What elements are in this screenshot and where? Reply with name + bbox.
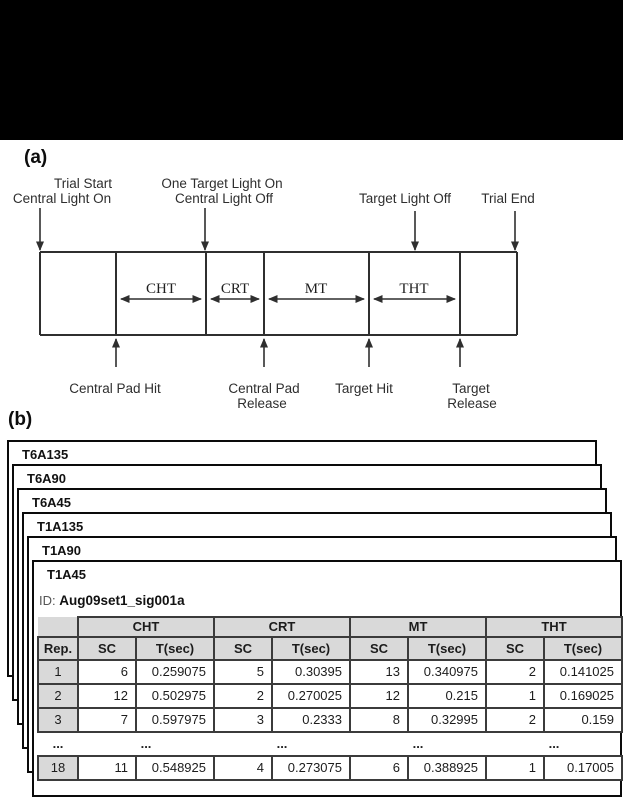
cell-sc: 2 [485,707,545,733]
column-header-row: Rep. SC T(sec) SC T(sec) SC T(sec) SC T(… [37,636,623,661]
event-one-target-light-on: One Target Light On [161,176,282,191]
sc-header: SC [77,636,137,661]
dataset-card-t1a45: T1A45 ID: Aug09set1_sig001a CHT CRT MT T… [32,560,623,797]
cell-rep: 3 [37,707,79,733]
cell-tsec: 0.169025 [543,683,623,709]
table-row: 3 7 0.597975 3 0.2333 8 0.32995 2 0.159 [37,707,623,733]
up-arrow-icons [112,338,464,367]
trial-data-table: CHT CRT MT THT Rep. SC T(sec) SC T(sec) … [37,616,623,781]
cell-sc: 6 [77,659,137,685]
cell-tsec: 0.270025 [271,683,351,709]
cell-sc: 6 [349,755,409,781]
cell-sc: 8 [349,707,409,733]
ellipsis: ... [412,736,424,751]
cell-tsec: 0.30395 [271,659,351,685]
table-row: 1 6 0.259075 5 0.30395 13 0.340975 2 0.1… [37,659,623,685]
sc-header: SC [213,636,273,661]
table-row: 2 12 0.502975 2 0.270025 12 0.215 1 0.16… [37,683,623,709]
ghost-cell [38,617,78,637]
cell-rep: 1 [37,659,79,685]
event-central-light-off: Central Light Off [175,191,273,206]
trial-timeline-diagram: Trial Start Central Light On One Target … [13,176,535,411]
trial-data-table-wrap: CHT CRT MT THT Rep. SC T(sec) SC T(sec) … [37,616,623,781]
table-row: 18 11 0.548925 4 0.273075 6 0.388925 1 0… [37,755,623,781]
cell-sc: 1 [485,755,545,781]
cell-tsec: 0.340975 [407,659,487,685]
event-trial-end: Trial End [481,191,535,206]
card-title: T6A90 [27,471,67,486]
interval-tht: THT [399,281,428,297]
top-black-bar [0,0,623,140]
cell-sc: 1 [485,683,545,709]
sc-header: SC [485,636,545,661]
interval-crt: CRT [221,281,249,297]
cell-tsec: 0.215 [407,683,487,709]
panel-a-label: (a) [24,147,48,168]
tsec-header: T(sec) [271,636,351,661]
cell-tsec: 0.159 [543,707,623,733]
ellipsis: ... [140,736,152,751]
group-header-tht: THT [485,616,623,638]
cell-rep: 18 [37,755,79,781]
cell-tsec: 0.273075 [271,755,351,781]
event-target-hit: Target Hit [335,381,393,396]
id-label: ID: [39,593,56,608]
cell-sc: 12 [77,683,137,709]
interval-mt: MT [305,281,328,297]
sc-header: SC [349,636,409,661]
group-header-row: CHT CRT MT THT [38,616,623,638]
cell-tsec: 0.597975 [135,707,215,733]
event-central-pad-release-2: Release [237,396,287,411]
ellipsis-row: ... ... ... ... ... [38,732,622,756]
event-target-release-2: Release [447,396,497,411]
group-header-mt: MT [349,616,487,638]
event-trial-start: Trial Start [54,176,112,191]
cell-sc: 4 [213,755,273,781]
id-value: Aug09set1_sig001a [59,593,185,608]
group-header-cht: CHT [77,616,215,638]
cell-tsec: 0.32995 [407,707,487,733]
cell-tsec: 0.388925 [407,755,487,781]
cell-sc: 12 [349,683,409,709]
cell-sc: 13 [349,659,409,685]
tsec-header: T(sec) [407,636,487,661]
dataset-id-line: ID: Aug09set1_sig001a [39,593,185,608]
tsec-header: T(sec) [543,636,623,661]
card-title: T1A90 [42,543,82,558]
down-arrow-icons [36,208,519,251]
event-central-light-on: Central Light On [13,191,111,206]
card-title: T6A45 [32,495,72,510]
cell-sc: 7 [77,707,137,733]
ellipsis: ... [548,736,560,751]
cell-tsec: 0.2333 [271,707,351,733]
cell-tsec: 0.548925 [135,755,215,781]
tsec-header: T(sec) [135,636,215,661]
cell-sc: 2 [213,683,273,709]
cell-tsec: 0.141025 [543,659,623,685]
cell-sc: 3 [213,707,273,733]
event-central-pad-hit: Central Pad Hit [69,381,161,396]
rep-header: Rep. [37,636,79,661]
ellipsis: ... [52,736,64,751]
cell-tsec: 0.259075 [135,659,215,685]
timeline-box [39,251,518,336]
interval-cht: CHT [146,281,176,297]
cell-tsec: 0.502975 [135,683,215,709]
event-central-pad-release-1: Central Pad [228,381,299,396]
ellipsis: ... [276,736,288,751]
event-target-release-1: Target [452,381,490,396]
cell-rep: 2 [37,683,79,709]
card-title: T1A45 [47,567,87,582]
cell-sc: 11 [77,755,137,781]
cell-sc: 2 [485,659,545,685]
card-title: T1A135 [37,519,84,534]
card-title: T6A135 [22,447,69,462]
cell-tsec: 0.17005 [543,755,623,781]
cell-sc: 5 [213,659,273,685]
event-target-light-off: Target Light Off [359,191,451,206]
group-header-crt: CRT [213,616,351,638]
panel-b-label: (b) [8,409,33,430]
